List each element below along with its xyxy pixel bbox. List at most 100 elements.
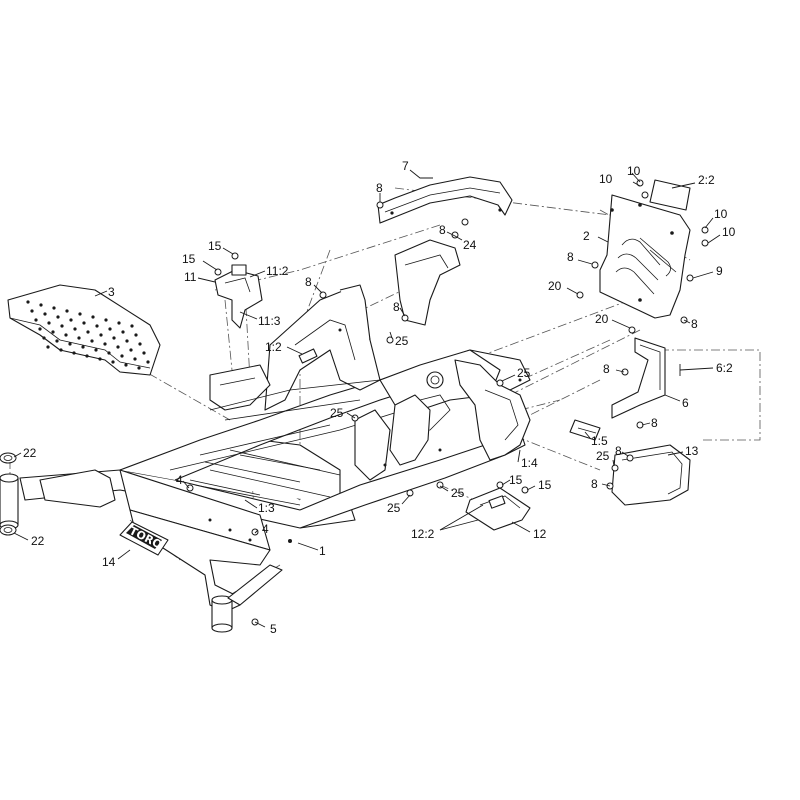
callout-11-2: 11:2	[266, 264, 289, 278]
callout-1-3: 1:3	[258, 501, 275, 515]
callout-25: 25	[451, 486, 465, 500]
perforation-hole	[43, 312, 47, 316]
callout-14: 14	[102, 555, 116, 569]
callout-24: 24	[463, 238, 477, 252]
perforation-hole	[121, 330, 125, 334]
callout-8: 8	[376, 181, 383, 195]
perforation-hole	[124, 363, 128, 367]
perforation-hole	[104, 318, 108, 322]
perforation-hole	[125, 339, 129, 343]
perforation-hole	[133, 357, 137, 361]
callout-leaders	[13, 169, 721, 628]
callout-6-2: 6:2	[716, 361, 733, 375]
perforation-hole	[78, 312, 82, 316]
callout-8: 8	[603, 362, 610, 376]
callout-25: 25	[517, 366, 531, 380]
callout-1: 1	[319, 544, 326, 558]
callout-11: 11	[184, 270, 197, 284]
perforation-hole	[138, 342, 142, 346]
callout-5: 5	[270, 622, 277, 636]
upper-mount-bracket	[394, 239, 461, 326]
footrest-part-13	[611, 444, 691, 506]
perforation-hole	[64, 333, 68, 337]
perforation-hole	[120, 354, 124, 358]
callout-4: 4	[176, 473, 183, 487]
side-panel-part-2	[599, 194, 691, 319]
main-frame-part-1	[19, 284, 531, 613]
right-slot-plate	[569, 419, 601, 441]
callout-8: 8	[691, 317, 698, 331]
perforation-hole	[98, 357, 102, 361]
perforation-hole	[116, 345, 120, 349]
callout-8: 8	[305, 275, 312, 289]
callout-10: 10	[714, 207, 728, 221]
perforation-hole	[117, 321, 121, 325]
callout-20: 20	[548, 279, 562, 293]
callout-15: 15	[208, 239, 222, 253]
perforation-hole	[52, 306, 56, 310]
callout-9: 9	[716, 264, 723, 278]
perforation-hole	[99, 333, 103, 337]
callout-20: 20	[595, 312, 609, 326]
front-tube-part-5	[211, 564, 283, 633]
perforation-hole	[108, 327, 112, 331]
bracket-part-11	[214, 264, 263, 329]
perforation-hole	[81, 345, 85, 349]
perforation-hole	[134, 333, 138, 337]
perforation-hole	[26, 300, 30, 304]
callout-11-3: 11:3	[258, 314, 281, 328]
pivot-tube-part-22	[0, 452, 19, 536]
callout-10: 10	[627, 164, 641, 178]
callout-3: 3	[108, 285, 115, 299]
floor-plate-part-3	[7, 284, 161, 376]
perforation-hole	[46, 345, 50, 349]
callout-12: 12	[533, 527, 547, 541]
callout-2-2: 2:2	[698, 173, 715, 187]
perforation-hole	[107, 351, 111, 355]
perforation-hole	[30, 309, 34, 313]
perforation-hole	[60, 324, 64, 328]
callout-15: 15	[538, 478, 552, 492]
callout-15: 15	[182, 252, 196, 266]
perforation-hole	[86, 330, 90, 334]
perforation-hole	[142, 351, 146, 355]
perforation-hole	[85, 354, 89, 358]
callout-25: 25	[596, 449, 610, 463]
perforation-hole	[59, 348, 63, 352]
perforation-hole	[129, 348, 133, 352]
perforation-hole	[94, 348, 98, 352]
perforation-hole	[82, 321, 86, 325]
perforation-hole	[47, 321, 51, 325]
callout-1-2: 1:2	[265, 340, 282, 354]
callout-8: 8	[591, 477, 598, 491]
perforation-hole	[69, 318, 73, 322]
callout-1-5: 1:5	[591, 434, 608, 448]
callout-7: 7	[402, 159, 409, 173]
perforation-hole	[146, 360, 150, 364]
perforation-hole	[77, 336, 81, 340]
top-bracket-part-7	[377, 176, 513, 224]
perforation-hole	[39, 303, 43, 307]
perforation-hole	[56, 315, 60, 319]
callout-12-2: 12:2	[411, 527, 435, 541]
callout-8: 8	[567, 250, 574, 264]
perforation-hole	[112, 336, 116, 340]
perforation-hole	[130, 324, 134, 328]
callout-1-4: 1:4	[521, 456, 538, 470]
callout-labels: 7 8 10 10 2:2 10 10 2 8 24 15 15 11 11:2…	[23, 159, 736, 636]
decal-part-2-2	[649, 179, 691, 211]
callout-10: 10	[599, 172, 613, 186]
perforation-hole	[95, 324, 99, 328]
perforation-hole	[34, 318, 38, 322]
perforation-hole	[72, 351, 76, 355]
perforation-hole	[38, 327, 42, 331]
perforation-hole	[55, 339, 59, 343]
perforation-hole	[68, 342, 72, 346]
callout-8: 8	[651, 416, 658, 430]
callout-15: 15	[509, 473, 523, 487]
perforation-hole	[90, 339, 94, 343]
callout-25: 25	[395, 334, 409, 348]
callout-25: 25	[330, 406, 344, 420]
